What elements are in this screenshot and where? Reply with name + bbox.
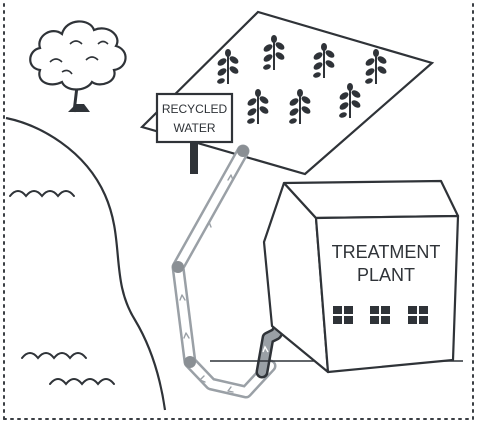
recycled-water-sign: RECYCLED WATER — [157, 94, 232, 174]
sign-post — [190, 140, 198, 174]
pipe-joint — [172, 261, 184, 273]
pipe-joint — [237, 145, 249, 157]
building-line-2: PLANT — [357, 265, 415, 285]
building-roof — [284, 181, 458, 218]
wave-icon — [10, 191, 114, 384]
river-bank — [6, 118, 165, 410]
building-line-1: TREATMENT — [332, 242, 441, 262]
pipe-joint — [184, 356, 196, 368]
recycled-water-pipe — [172, 145, 270, 392]
building-front-wall — [316, 216, 458, 372]
sign-line-1: RECYCLED — [162, 102, 228, 116]
sign-line-2: WATER — [174, 121, 216, 135]
tree-icon — [30, 21, 125, 112]
